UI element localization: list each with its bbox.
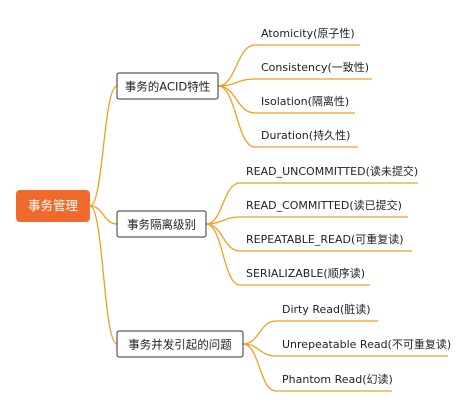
connector-root-problems — [89, 205, 118, 345]
root-label: 事务管理 — [28, 198, 79, 213]
leaf-repeatable-read[interactable]: REPEATABLE_READ(可重复读) — [240, 232, 412, 252]
leaf-read-uncommitted[interactable]: READ_UNCOMMITTED(读未提交) — [240, 164, 418, 184]
leaf-duration[interactable]: Duration(持久性) — [255, 128, 358, 148]
leaf-isolation[interactable]: Isolation(隔离性) — [255, 94, 355, 114]
branch-node-isolation[interactable]: 事务隔离级别 — [116, 210, 207, 238]
branch-label-acid: 事务的ACID特性 — [125, 80, 210, 94]
leaf-label: Dirty Read(脏读) — [282, 302, 371, 316]
connector-isolation-leaf-2 — [205, 223, 241, 252]
leaf-dirty-read[interactable]: Dirty Read(脏读) — [276, 302, 378, 322]
leaf-read-committed[interactable]: READ_COMMITTED(读已提交) — [240, 198, 408, 218]
connector-lines — [89, 44, 277, 392]
branch-node-acid[interactable]: 事务的ACID特性 — [116, 72, 219, 100]
root-node[interactable]: 事务管理 — [16, 190, 90, 222]
connector-isolation-leaf-0 — [205, 182, 241, 225]
leaf-label: Duration(持久性) — [261, 128, 350, 142]
connector-problems-leaf-0 — [242, 320, 277, 345]
leaf-serializable[interactable]: SERIALIZABLE(顺序读) — [240, 266, 370, 286]
leaf-label: Unrepeatable Read(不可重复读) — [282, 337, 451, 351]
branch-label-isolation: 事务隔离级别 — [127, 218, 196, 232]
leaf-label: SERIALIZABLE(顺序读) — [246, 266, 365, 280]
leaf-label: Consistency(一致性) — [261, 60, 369, 74]
connector-problems-leaf-2 — [242, 343, 277, 392]
leaf-atomicity[interactable]: Atomicity(原子性) — [255, 26, 360, 46]
leaf-phantom-read[interactable]: Phantom Read(幻读) — [276, 372, 393, 392]
leaf-consistency[interactable]: Consistency(一致性) — [255, 60, 372, 80]
connector-acid-leaf-1 — [217, 78, 256, 87]
leaf-label: Isolation(隔离性) — [261, 94, 349, 108]
leaf-label: Phantom Read(幻读) — [282, 372, 393, 386]
branch-label-problems: 事务并发引起的问题 — [128, 338, 232, 352]
connector-root-isolation — [89, 205, 118, 225]
leaf-label: READ_UNCOMMITTED(读未提交) — [246, 164, 418, 178]
leaf-label: REPEATABLE_READ(可重复读) — [246, 232, 404, 246]
connector-isolation-leaf-3 — [205, 223, 241, 286]
leaf-unrepeatable-read[interactable]: Unrepeatable Read(不可重复读) — [276, 337, 451, 357]
connector-acid-leaf-2 — [217, 85, 256, 114]
connector-root-acid — [89, 85, 118, 207]
leaf-label: Atomicity(原子性) — [261, 26, 355, 40]
connector-isolation-leaf-1 — [205, 216, 241, 225]
connector-acid-leaf-0 — [217, 44, 256, 87]
leaf-label: READ_COMMITTED(读已提交) — [246, 198, 402, 212]
connector-acid-leaf-3 — [217, 85, 256, 148]
branch-node-problems[interactable]: 事务并发引起的问题 — [116, 330, 244, 358]
